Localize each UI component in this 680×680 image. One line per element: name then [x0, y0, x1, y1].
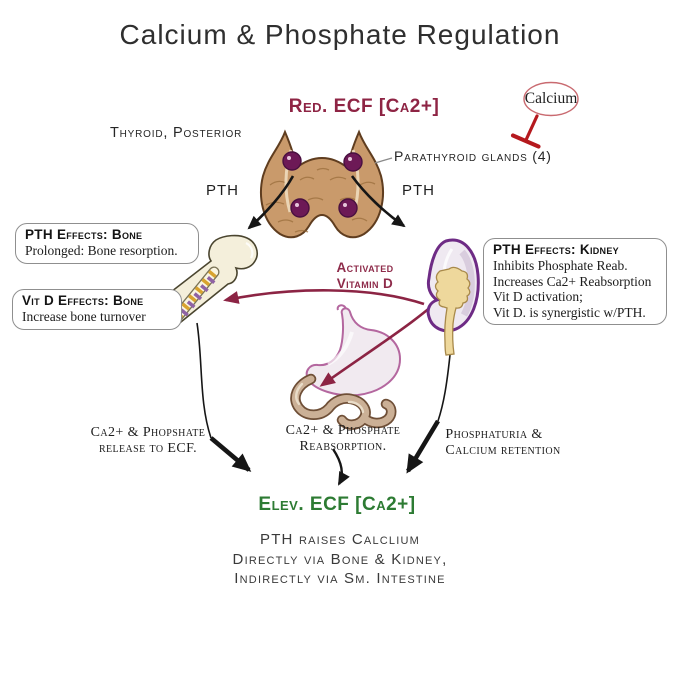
intestine-to-ecf-arrow: [332, 448, 350, 486]
pth-kidney-effects-box: PTH Effects: Kidney Inhibits Phosphate R…: [483, 238, 667, 325]
box-body-line: Prolonged: Bone resorption.: [25, 243, 178, 258]
box-heading: PTH Effects: Kidney: [493, 242, 619, 257]
kidney-flow-label: Phosphaturia & Calcium retention: [445, 427, 561, 458]
box-body-line: Increase bone turnover: [22, 309, 146, 324]
box-body-line: Vit D. is synergistic w/PTH.: [493, 304, 646, 320]
reduced-ecf-label: Red. ECF [Ca2+]: [288, 96, 440, 117]
page-title: Calcium & Phosphate Regulation: [119, 19, 561, 50]
elevated-ecf-label: Elev. ECF [Ca2+]: [258, 494, 416, 515]
box-heading: PTH Effects: Bone: [25, 227, 143, 242]
kidney-illustration: [426, 238, 480, 356]
pth-bone-effects-box: PTH Effects: Bone Prolonged: Bone resorp…: [15, 223, 199, 264]
vitamin-d-arrow-to-bone: [223, 289, 425, 306]
parathyroid-pointer-line: [374, 157, 393, 164]
box-body-line: Increases Ca2+ Reabsorption: [493, 273, 652, 289]
activated-vitamin-d-label: Activated Vitamin D: [336, 260, 394, 291]
bone-to-ecf-arrow: [196, 322, 252, 472]
pth-arrow-left: [247, 175, 295, 230]
parathyroid-glands-icon: [282, 151, 363, 218]
box-body-line: Inhibits Phosphate Reab.: [493, 258, 628, 273]
box-heading: Vit D Effects: Bone: [22, 293, 144, 308]
bone-flow-label: Ca2+ & Phopshate release to ECF.: [90, 425, 206, 456]
thyroid-posterior-label: Thyroid, Posterior: [110, 125, 243, 141]
pth-arrow-right: [350, 175, 406, 228]
stomach-intestine-illustration: [290, 304, 402, 430]
thyroid-gland-illustration: [260, 129, 393, 239]
summary-text: PTH raises Calclium Directly via Bone & …: [232, 531, 448, 587]
intestine-flow-label: Ca2+ & Phosphate Reabsorption.: [285, 423, 401, 454]
pth-label-right: PTH: [402, 182, 435, 199]
pth-label-left: PTH: [206, 182, 239, 199]
kidney-to-ecf-arrow: [406, 354, 451, 474]
calcium-bubble-outline: [523, 81, 579, 117]
calcium-bubble-label: Calcium: [524, 90, 578, 107]
inhibition-tbar-icon: [510, 114, 541, 149]
vitd-bone-effects-box: Vit D Effects: Bone Increase bone turnov…: [12, 289, 182, 330]
box-body-line: Vit D activation;: [493, 289, 583, 304]
parathyroid-glands-label: Parathyroid glands (4): [394, 148, 552, 164]
